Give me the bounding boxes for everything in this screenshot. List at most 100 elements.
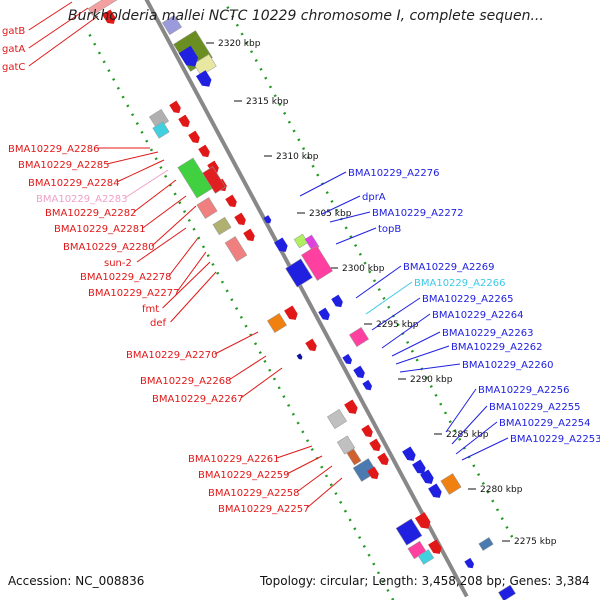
gene-label-left: BMA10229_A2284 [28, 178, 119, 189]
forward-gene-arrow [428, 483, 442, 498]
reverse-gene-arrow [361, 424, 373, 438]
guide-line-left [88, 33, 395, 600]
cog-block [87, 0, 119, 16]
gene-label-right: BMA10229_A2276 [348, 168, 439, 179]
leader-line-left [170, 271, 217, 323]
gene-label-left: gatC [2, 62, 25, 73]
scale-label: 2280 kbp [480, 485, 523, 495]
gene-label-left: BMA10229_A2259 [198, 470, 289, 481]
cog-block [498, 584, 516, 600]
forward-gene-arrow [402, 446, 416, 461]
scale-label: 2320 kbp [218, 39, 261, 49]
forward-gene-arrow [331, 294, 343, 308]
reverse-gene-arrow [188, 130, 200, 144]
leader-line-right [461, 437, 509, 461]
gene-label-right: BMA10229_A2269 [403, 262, 494, 273]
reverse-gene-arrow [198, 144, 210, 158]
gene-label-right: dprA [362, 192, 386, 203]
gene-label-left: BMA10229_A2277 [88, 288, 179, 299]
leader-line-left [286, 455, 323, 475]
leader-line-left [214, 331, 259, 355]
cog-block [301, 245, 333, 281]
leader-line-right [391, 331, 441, 357]
scale-label: 2315 kbp [246, 97, 289, 107]
cog-block [478, 537, 494, 551]
leader-line-right [395, 345, 450, 365]
leader-line-right [399, 363, 461, 373]
leader-line-right [355, 265, 402, 299]
leader-line-left [142, 195, 187, 229]
cog-block [285, 258, 313, 288]
gene-label-left: BMA10229_A2278 [80, 272, 171, 283]
gene-label-left: fmt [142, 304, 159, 315]
reverse-gene-arrow [377, 452, 389, 466]
cog-block [196, 197, 218, 219]
reverse-gene-arrow [305, 338, 317, 352]
reverse-gene-arrow [225, 194, 237, 208]
leader-line-left [28, 7, 89, 49]
cog-block [267, 313, 287, 333]
leader-line-left [151, 205, 197, 247]
cog-block [417, 549, 435, 565]
leader-line-right [455, 421, 498, 455]
gene-label-right: BMA10229_A2263 [442, 328, 533, 339]
scale-label: 2275 kbp [514, 537, 557, 547]
leader-line-right [451, 405, 488, 445]
leader-line-left [28, 1, 73, 31]
reverse-gene-arrow [178, 114, 190, 128]
gene-label-left: BMA10229_A2283 [36, 194, 127, 205]
reverse-gene-arrow [428, 539, 442, 554]
reverse-gene-arrow [284, 305, 298, 320]
reverse-gene-arrow [102, 9, 116, 24]
forward-gene-arrow [464, 557, 475, 569]
forward-gene-arrow [412, 459, 426, 474]
scale-label: 2295 kbp [376, 320, 419, 330]
leader-line-right [299, 171, 347, 197]
gene-label-left: BMA10229_A2261 [188, 454, 279, 465]
gene-label-right: BMA10229_A2265 [422, 294, 513, 305]
forward-gene-arrow [178, 45, 199, 67]
cog-block [212, 216, 232, 236]
cog-block [193, 53, 217, 77]
gene-label-right: BMA10229_A2260 [462, 360, 553, 371]
gene-label-right: BMA10229_A2254 [499, 418, 590, 429]
reverse-gene-arrow [243, 228, 255, 242]
gene-label-left: BMA10229_A2268 [140, 376, 231, 387]
gene-label-right: BMA10229_A2272 [372, 208, 463, 219]
cog-block [327, 409, 347, 429]
scale-label: 2285 kbp [446, 430, 489, 440]
cog-block [352, 458, 378, 482]
forward-gene-arrow [274, 237, 288, 252]
scale-label: 2290 kbp [410, 375, 453, 385]
leader-line-right [445, 388, 477, 433]
gene-label-right: BMA10229_A2256 [478, 385, 569, 396]
gene-label-left: BMA10229_A2258 [208, 488, 299, 499]
leader-line-left [136, 227, 187, 263]
leader-line-left [240, 367, 283, 399]
leader-line-right [335, 227, 377, 245]
topology-summary: Topology: circular; Length: 3,458,208 bp… [260, 574, 590, 588]
cog-block [440, 473, 462, 495]
scale-label: 2300 kbp [342, 264, 385, 274]
leader-line-left [106, 151, 159, 165]
gene-label-left: BMA10229_A2270 [126, 350, 217, 361]
backbone-line [144, 0, 469, 598]
cog-block [202, 166, 226, 194]
gene-label-left: gatA [2, 44, 25, 55]
leader-line-left [116, 159, 165, 183]
gene-label-right: BMA10229_A2262 [451, 342, 542, 353]
cog-block [293, 233, 309, 249]
leader-line-left [124, 169, 169, 199]
forward-gene-arrow [318, 307, 330, 321]
gene-label-right: BMA10229_A2264 [432, 310, 523, 321]
leader-line-left [162, 261, 211, 309]
forward-gene-arrow [420, 469, 434, 484]
forward-gene-arrow [196, 70, 212, 87]
gene-label-left: BMA10229_A2282 [45, 208, 136, 219]
leader-line-left [28, 15, 99, 67]
forward-gene-arrow [362, 379, 373, 391]
leader-line-right [365, 281, 413, 315]
gene-label-left: BMA10229_A2267 [152, 394, 243, 405]
gene-label-left: BMA10229_A2286 [8, 144, 99, 155]
